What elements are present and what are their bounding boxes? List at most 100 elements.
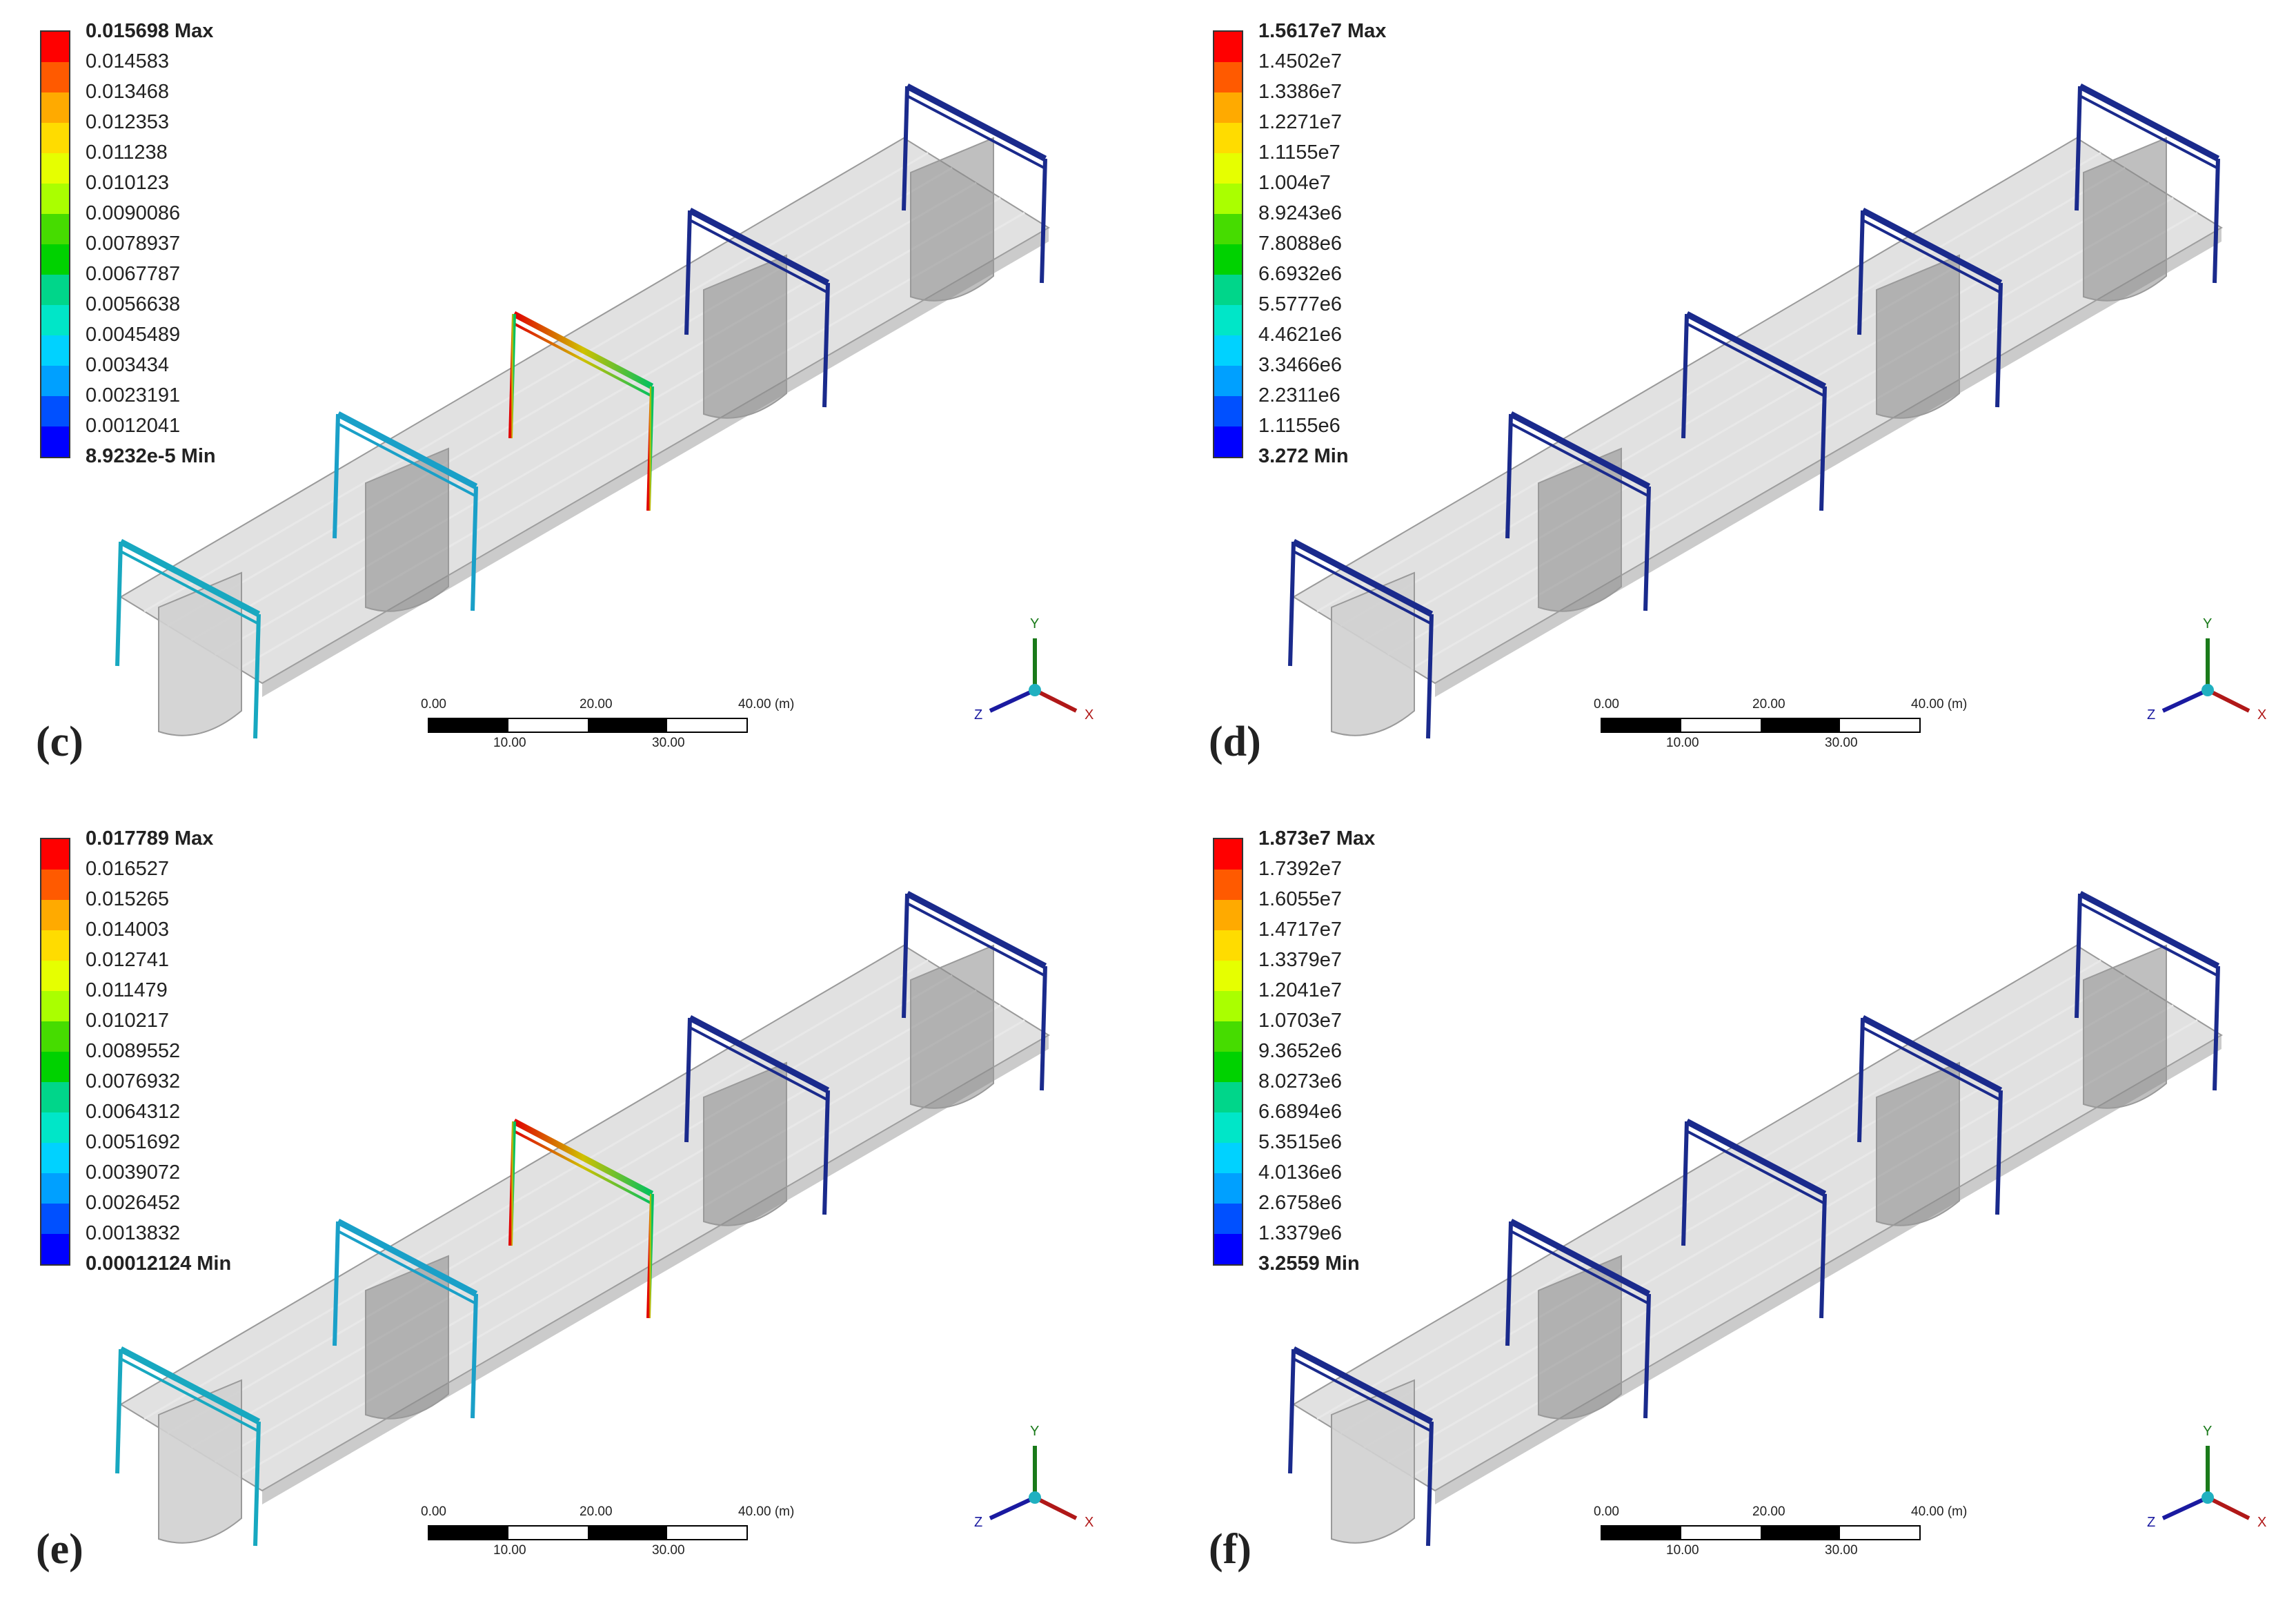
scale-bar-label: 40.00 (m) bbox=[1911, 1504, 1968, 1519]
legend-swatch bbox=[1214, 305, 1242, 335]
x-axis-label: X bbox=[1085, 1515, 1093, 1530]
legend-swatch bbox=[1214, 153, 1242, 184]
scale-bar-label: 0.00 bbox=[1594, 697, 1619, 712]
legend-label: 7.8088e6 bbox=[1258, 233, 1342, 255]
axis-triad: YXZ bbox=[974, 616, 1093, 723]
legend-swatch bbox=[41, 1052, 69, 1082]
z-axis-label: Z bbox=[2147, 707, 2155, 723]
deck-track-line bbox=[1363, 989, 2150, 1449]
catenary-portal-frame bbox=[333, 411, 478, 611]
legend-color-bar bbox=[1213, 30, 1243, 458]
legend-label: 0.015698 Max bbox=[86, 20, 214, 42]
axis-origin bbox=[1029, 684, 1041, 696]
legend-label: 3.272 Min bbox=[1258, 445, 1349, 467]
z-axis-label: Z bbox=[974, 707, 982, 723]
bridge-pier bbox=[703, 254, 787, 419]
legend-swatch bbox=[1214, 991, 1242, 1021]
deck-track-line bbox=[190, 989, 977, 1449]
legend-label: 1.3379e6 bbox=[1258, 1222, 1342, 1244]
x-axis-label: X bbox=[2257, 707, 2266, 723]
deck-track-line bbox=[1387, 1004, 2174, 1463]
legend-swatch bbox=[41, 335, 69, 366]
catenary-portal-frame bbox=[1288, 1346, 1434, 1547]
scale-bar-label: 10.00 bbox=[1666, 736, 1699, 750]
bridge-deck-side bbox=[1435, 228, 2221, 697]
bridge-pier bbox=[1876, 1061, 1960, 1226]
scale-bar-label: 0.00 bbox=[421, 1504, 446, 1519]
legend-label: 1.4502e7 bbox=[1258, 50, 1342, 72]
scale-bar-label: 30.00 bbox=[652, 736, 685, 750]
deck-track-line bbox=[1411, 1019, 2198, 1478]
legend-label: 0.0023191 bbox=[86, 384, 181, 406]
bridge-pier bbox=[2083, 944, 2167, 1109]
deck-track-line bbox=[1340, 167, 2126, 627]
catenary-portal-frame bbox=[508, 311, 654, 511]
bridge-pier bbox=[1538, 1255, 1622, 1420]
bridge-pier bbox=[1876, 254, 1960, 419]
legend-label: 1.2271e7 bbox=[1258, 111, 1342, 133]
legend-swatch bbox=[41, 62, 69, 92]
legend-swatch bbox=[1214, 1204, 1242, 1234]
deck-track-line bbox=[214, 197, 1001, 656]
legend-swatch bbox=[41, 839, 69, 870]
legend-label: 0.011238 bbox=[86, 141, 168, 164]
legend-swatch bbox=[41, 1021, 69, 1052]
z-axis-arrow bbox=[989, 1495, 1036, 1520]
z-axis-arrow bbox=[2161, 688, 2209, 713]
scale-bar-label: 30.00 bbox=[652, 1543, 685, 1558]
catenary-portal-frame bbox=[684, 1015, 830, 1215]
scale-bar-label: 10.00 bbox=[493, 1543, 526, 1558]
axis-origin bbox=[2201, 1491, 2214, 1504]
catenary-portal-frame bbox=[1857, 1015, 2003, 1215]
scale-bar-label: 30.00 bbox=[1825, 736, 1858, 750]
legend-swatch bbox=[41, 214, 69, 244]
scale-bar-label: 0.00 bbox=[1594, 1504, 1619, 1519]
scale-bar-label: 10.00 bbox=[493, 736, 526, 750]
legend-label: 0.014003 bbox=[86, 919, 169, 941]
legend-label: 1.004e7 bbox=[1258, 172, 1331, 194]
scale-bar-label: 10.00 bbox=[1666, 1543, 1699, 1558]
bridge-deck-side bbox=[262, 228, 1049, 697]
catenary-portal-frame bbox=[902, 891, 1047, 1091]
x-axis-arrow bbox=[2206, 1495, 2250, 1520]
legend-label: 1.0703e7 bbox=[1258, 1010, 1342, 1032]
legend-swatch bbox=[1214, 1234, 1242, 1264]
legend-swatch bbox=[41, 92, 69, 123]
scale-bar-label: 20.00 bbox=[1752, 1504, 1785, 1519]
legend-label: 0.0056638 bbox=[86, 293, 181, 315]
deck-track-line bbox=[144, 152, 929, 613]
legend-label: 0.0013832 bbox=[86, 1222, 181, 1244]
legend-label: 0.011479 bbox=[86, 979, 168, 1001]
legend-label: 1.7392e7 bbox=[1258, 858, 1342, 880]
legend-swatch bbox=[41, 1234, 69, 1264]
legend-label: 0.003434 bbox=[86, 354, 169, 376]
legend-swatch bbox=[41, 961, 69, 991]
legend-label: 3.3466e6 bbox=[1258, 354, 1342, 376]
bridge-deck-side bbox=[262, 1035, 1049, 1504]
axis-triad: YXZ bbox=[974, 1424, 1093, 1530]
deck-track-line bbox=[1387, 197, 2174, 656]
legend-label: 1.2041e7 bbox=[1258, 979, 1342, 1001]
legend-label: 0.0045489 bbox=[86, 324, 181, 346]
bridge-pier bbox=[365, 447, 449, 612]
axis-origin bbox=[2201, 684, 2214, 696]
legend-label: 0.0090086 bbox=[86, 202, 181, 224]
legend-label: 0.0064312 bbox=[86, 1101, 181, 1123]
legend-label: 1.6055e7 bbox=[1258, 888, 1342, 910]
deck-track-line bbox=[1340, 974, 2126, 1434]
legend-swatch bbox=[41, 366, 69, 396]
bridge-pier bbox=[2083, 137, 2167, 302]
legend-label: 4.4621e6 bbox=[1258, 324, 1342, 346]
legend-swatch bbox=[1214, 92, 1242, 123]
scale-bar-label: 20.00 bbox=[1752, 697, 1785, 712]
legend-label: 0.017789 Max bbox=[86, 827, 214, 850]
bridge-pier bbox=[158, 571, 242, 736]
legend-swatch bbox=[1214, 1143, 1242, 1173]
x-axis-arrow bbox=[1033, 688, 1078, 713]
scale-bar-label: 30.00 bbox=[1825, 1543, 1858, 1558]
legend-swatch bbox=[1214, 62, 1242, 92]
deck-track-line bbox=[167, 974, 953, 1434]
legend-swatch bbox=[41, 1173, 69, 1204]
panel-letter: (f) bbox=[1209, 1526, 1251, 1573]
